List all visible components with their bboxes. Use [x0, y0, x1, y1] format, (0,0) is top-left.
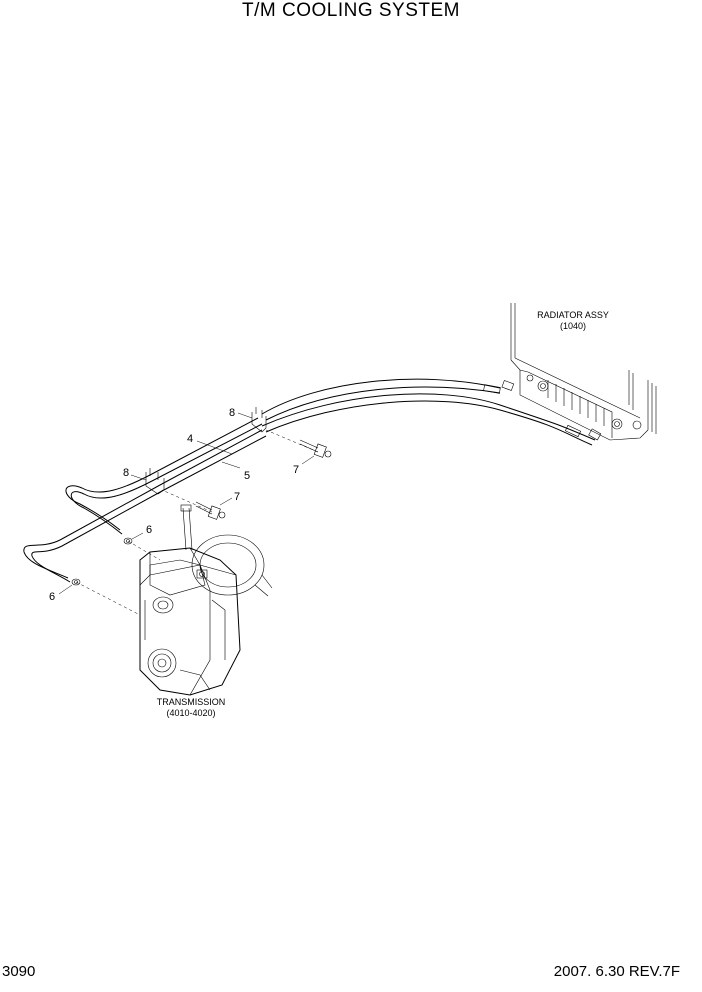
- callout-8-lower: 8: [123, 467, 129, 479]
- callout-5: 5: [244, 470, 250, 482]
- callout-6-lower: 6: [49, 591, 55, 603]
- clamp-lower[interactable]: [145, 468, 165, 495]
- bolt-upper[interactable]: [299, 439, 332, 458]
- nut-upper[interactable]: [123, 537, 133, 545]
- page-number: 3090: [2, 963, 36, 980]
- radiator-assembly[interactable]: [501, 303, 657, 441]
- radiator-label: RADIATOR ASSY: [537, 310, 609, 320]
- page-title: T/M COOLING SYSTEM: [241, 0, 461, 21]
- radiator-ref: (1040): [560, 321, 586, 331]
- callout-8-upper: 8: [229, 407, 235, 419]
- cooling-pipes[interactable]: [23, 378, 596, 583]
- nut-lower[interactable]: [71, 578, 81, 586]
- leader-lines: [58, 412, 319, 616]
- callout-6-upper: 6: [146, 524, 152, 536]
- clamp-upper[interactable]: [251, 407, 267, 433]
- revision-stamp: 2007. 6.30 REV.7F: [553, 963, 680, 980]
- transmission-assembly[interactable]: [139, 504, 273, 696]
- transmission-label: TRANSMISSION: [157, 697, 226, 707]
- transmission-ref: (4010-4020): [166, 708, 215, 718]
- callout-7-upper: 7: [293, 464, 299, 476]
- callout-4: 4: [187, 433, 193, 445]
- callout-7-lower: 7: [234, 491, 240, 503]
